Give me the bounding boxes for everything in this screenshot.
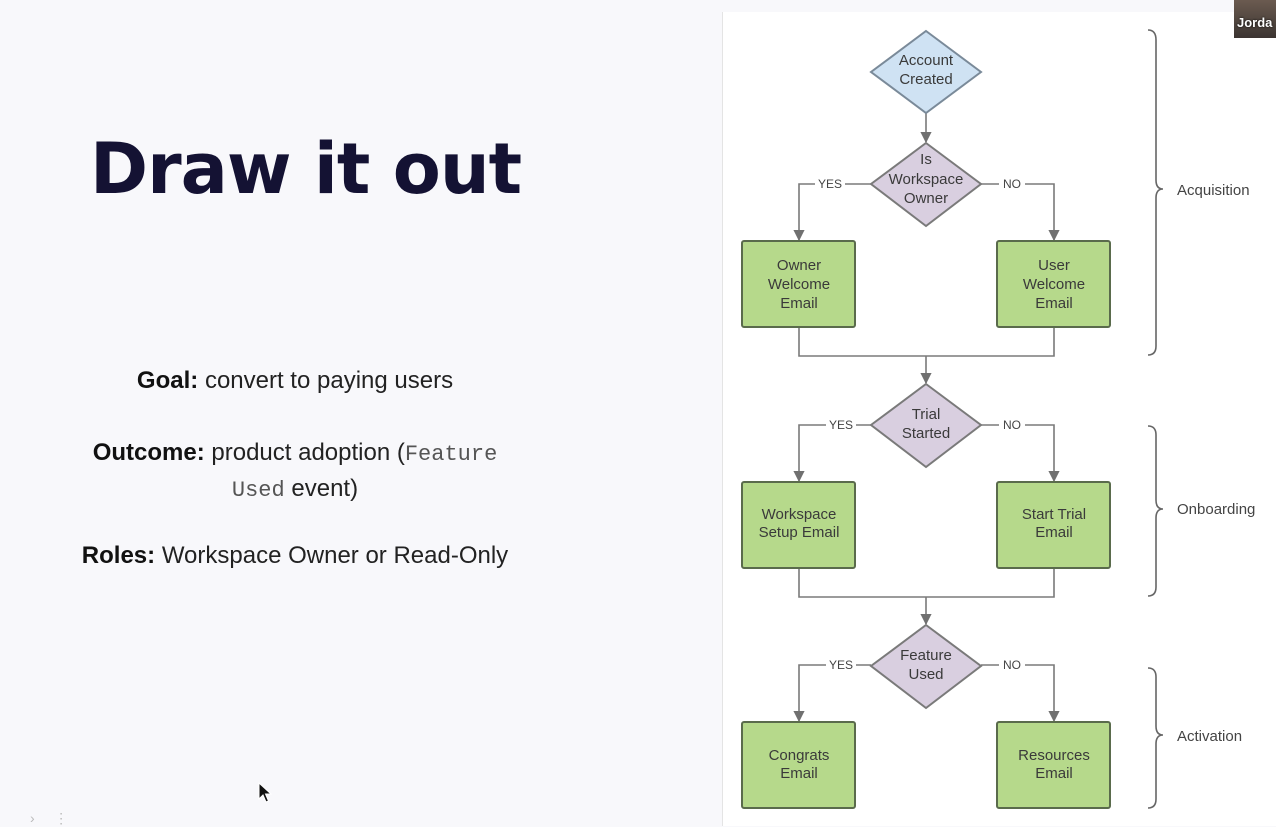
- decision3-line1: Feature: [900, 647, 952, 664]
- slide-content: Draw it out Goal: convert to paying user…: [30, 128, 550, 826]
- outcome-text-start: product adoption (: [211, 439, 405, 466]
- decision1-no-label: NO: [1003, 177, 1021, 191]
- decision2-line2: Started: [902, 425, 950, 442]
- connector-user-merge: [926, 328, 1055, 357]
- outcome-line: Outcome: product adoption (Feature Used …: [40, 436, 550, 508]
- user-line2: Welcome: [1023, 276, 1085, 293]
- flowchart-panel: YES NO YES NO YES NO Account Created Is …: [722, 12, 1276, 826]
- decision3-yes-label: YES: [829, 658, 853, 672]
- decision2-no-label: NO: [1003, 418, 1021, 432]
- outcome-label: Outcome:: [92, 439, 205, 466]
- goal-text: convert to paying users: [204, 367, 454, 394]
- node-owner-welcome-email: Owner Welcome Email: [741, 240, 856, 328]
- node-is-workspace-owner: Is Workspace Owner: [869, 141, 983, 228]
- connector-decision3-no: [981, 664, 1060, 723]
- resources-line1: Resources: [1018, 747, 1090, 764]
- node-user-welcome-email: User Welcome Email: [996, 240, 1111, 328]
- slide-title: Draw it out: [90, 128, 522, 210]
- outcome-text-end: event): [291, 475, 359, 502]
- node-start-trial-email: Start Trial Email: [996, 481, 1111, 569]
- node-account-created-line1: Account: [899, 52, 954, 69]
- decision1-yes-label: YES: [818, 177, 842, 191]
- connector-owner-merge: [798, 328, 926, 357]
- connector-setup-merge: [798, 569, 926, 598]
- stage-label-activation: Activation: [1177, 728, 1242, 745]
- decision1-line2: Workspace: [889, 171, 964, 188]
- decision1-line3: Owner: [904, 190, 948, 207]
- onboarding-brace: [1147, 425, 1164, 597]
- stage-label-acquisition: Acquisition: [1177, 182, 1250, 199]
- decision3-no-label: NO: [1003, 658, 1021, 672]
- node-trial-started: Trial Started: [869, 382, 983, 469]
- participant-video-tile[interactable]: Jorda: [1234, 0, 1276, 38]
- acquisition-brace: [1147, 29, 1164, 356]
- owner-line3: Email: [780, 295, 818, 312]
- resources-line2: Email: [1035, 765, 1073, 782]
- outcome-code-first: Feature: [404, 442, 498, 467]
- owner-line2: Welcome: [768, 276, 830, 293]
- setup-line1: Workspace: [762, 506, 837, 523]
- node-account-created: Account Created: [869, 29, 983, 115]
- decision1-line1: Is: [920, 151, 932, 168]
- node-feature-used: Feature Used: [869, 623, 983, 710]
- trial-line2: Email: [1035, 524, 1073, 541]
- goal-label: Goal:: [136, 367, 199, 394]
- user-line3: Email: [1035, 295, 1073, 312]
- connector-trial-merge: [926, 569, 1055, 598]
- decision2-yes-label: YES: [829, 418, 853, 432]
- decision2-line1: Trial: [912, 406, 941, 423]
- connector-decision1-yes: [793, 183, 871, 242]
- goal-line: Goal: convert to paying users: [40, 364, 550, 398]
- activation-brace: [1147, 667, 1164, 809]
- participant-name: Jorda: [1237, 15, 1273, 30]
- slide-nav-hint[interactable]: › ⋮: [30, 810, 69, 826]
- decision3-line2: Used: [908, 666, 943, 683]
- flowchart: YES NO YES NO YES NO Account Created Is …: [741, 29, 1255, 809]
- congrats-line1: Congrats: [769, 747, 830, 764]
- owner-line1: Owner: [777, 257, 821, 274]
- node-congrats-email: Congrats Email: [741, 721, 856, 809]
- connector-decision3-yes: [793, 664, 871, 723]
- node-resources-email: Resources Email: [996, 721, 1111, 809]
- roles-text: Workspace Owner or Read-Only: [161, 542, 509, 569]
- roles-label: Roles:: [81, 542, 156, 569]
- stage-braces: [1147, 29, 1164, 809]
- trial-line1: Start Trial: [1022, 506, 1086, 523]
- connector-decision2-yes: [793, 424, 871, 483]
- connector-decision1-no: [981, 183, 1060, 242]
- stage-label-onboarding: Onboarding: [1177, 501, 1255, 518]
- outcome-code-second: Used: [231, 478, 285, 503]
- node-account-created-line2: Created: [899, 71, 952, 88]
- node-workspace-setup-email: Workspace Setup Email: [741, 481, 856, 569]
- roles-line: Roles: Workspace Owner or Read-Only: [40, 539, 550, 573]
- setup-line2: Setup Email: [759, 524, 840, 541]
- user-line1: User: [1038, 257, 1070, 274]
- mouse-cursor-icon: [258, 782, 273, 803]
- congrats-line2: Email: [780, 765, 818, 782]
- connector-decision2-no: [981, 424, 1060, 483]
